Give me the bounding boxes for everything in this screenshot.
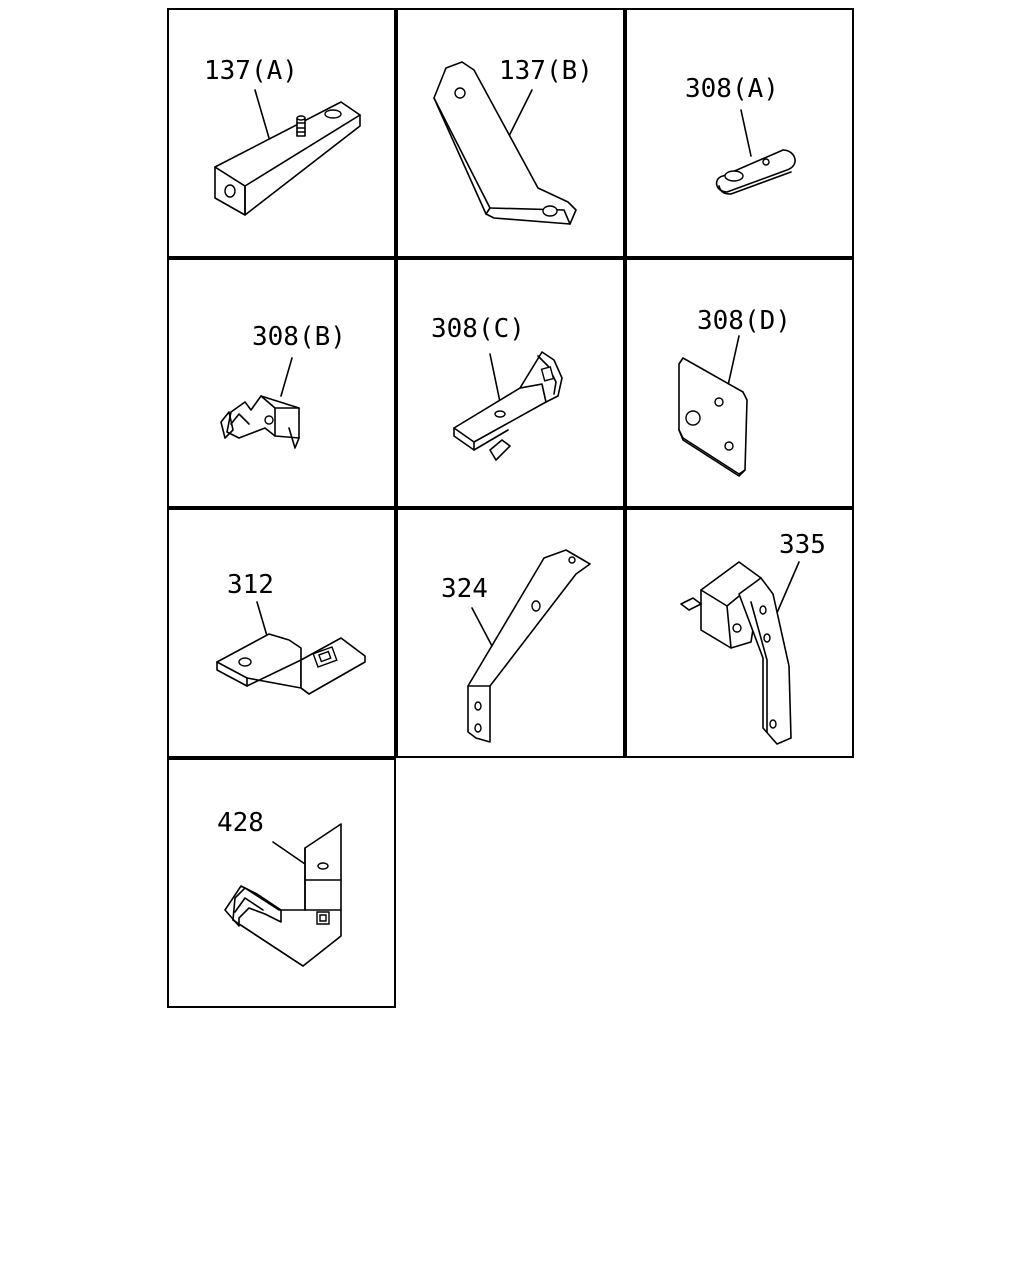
plate-308a-drawing	[627, 10, 856, 260]
part-label-308a: 308(A)	[685, 74, 779, 104]
part-label-324: 324	[441, 574, 488, 604]
part-label-335: 335	[779, 530, 826, 560]
part-label-308d: 308(D)	[697, 306, 791, 336]
part-cell-137a: 137(A)	[167, 8, 396, 258]
part-cell-308c: 308(C)	[396, 258, 625, 508]
part-cell-308b: 308(B)	[167, 258, 396, 508]
part-cell-308a: 308(A)	[625, 8, 854, 258]
part-cell-324: 324	[396, 508, 625, 758]
bracket-137a-drawing	[169, 10, 398, 260]
part-cell-428: 428	[167, 758, 396, 1008]
bracket-308c-drawing	[398, 260, 627, 510]
part-label-428: 428	[217, 808, 264, 838]
part-cell-335: 335	[625, 508, 854, 758]
part-label-137b: 137(B)	[499, 56, 593, 86]
bracket-428-drawing	[169, 760, 398, 1010]
bracket-137b-drawing	[398, 10, 627, 260]
bracket-324-drawing	[398, 510, 627, 760]
clip-308b-drawing	[169, 260, 398, 510]
plate-308d-drawing	[627, 260, 856, 510]
part-cell-312: 312	[167, 508, 396, 758]
part-cell-137b: 137(B)	[396, 8, 625, 258]
bracket-335-drawing	[627, 510, 856, 760]
part-label-308c: 308(C)	[431, 314, 525, 344]
part-label-308b: 308(B)	[252, 322, 346, 352]
bracket-312-drawing	[169, 510, 398, 760]
part-label-312: 312	[227, 570, 274, 600]
part-label-137a: 137(A)	[204, 56, 298, 86]
part-cell-308d: 308(D)	[625, 258, 854, 508]
